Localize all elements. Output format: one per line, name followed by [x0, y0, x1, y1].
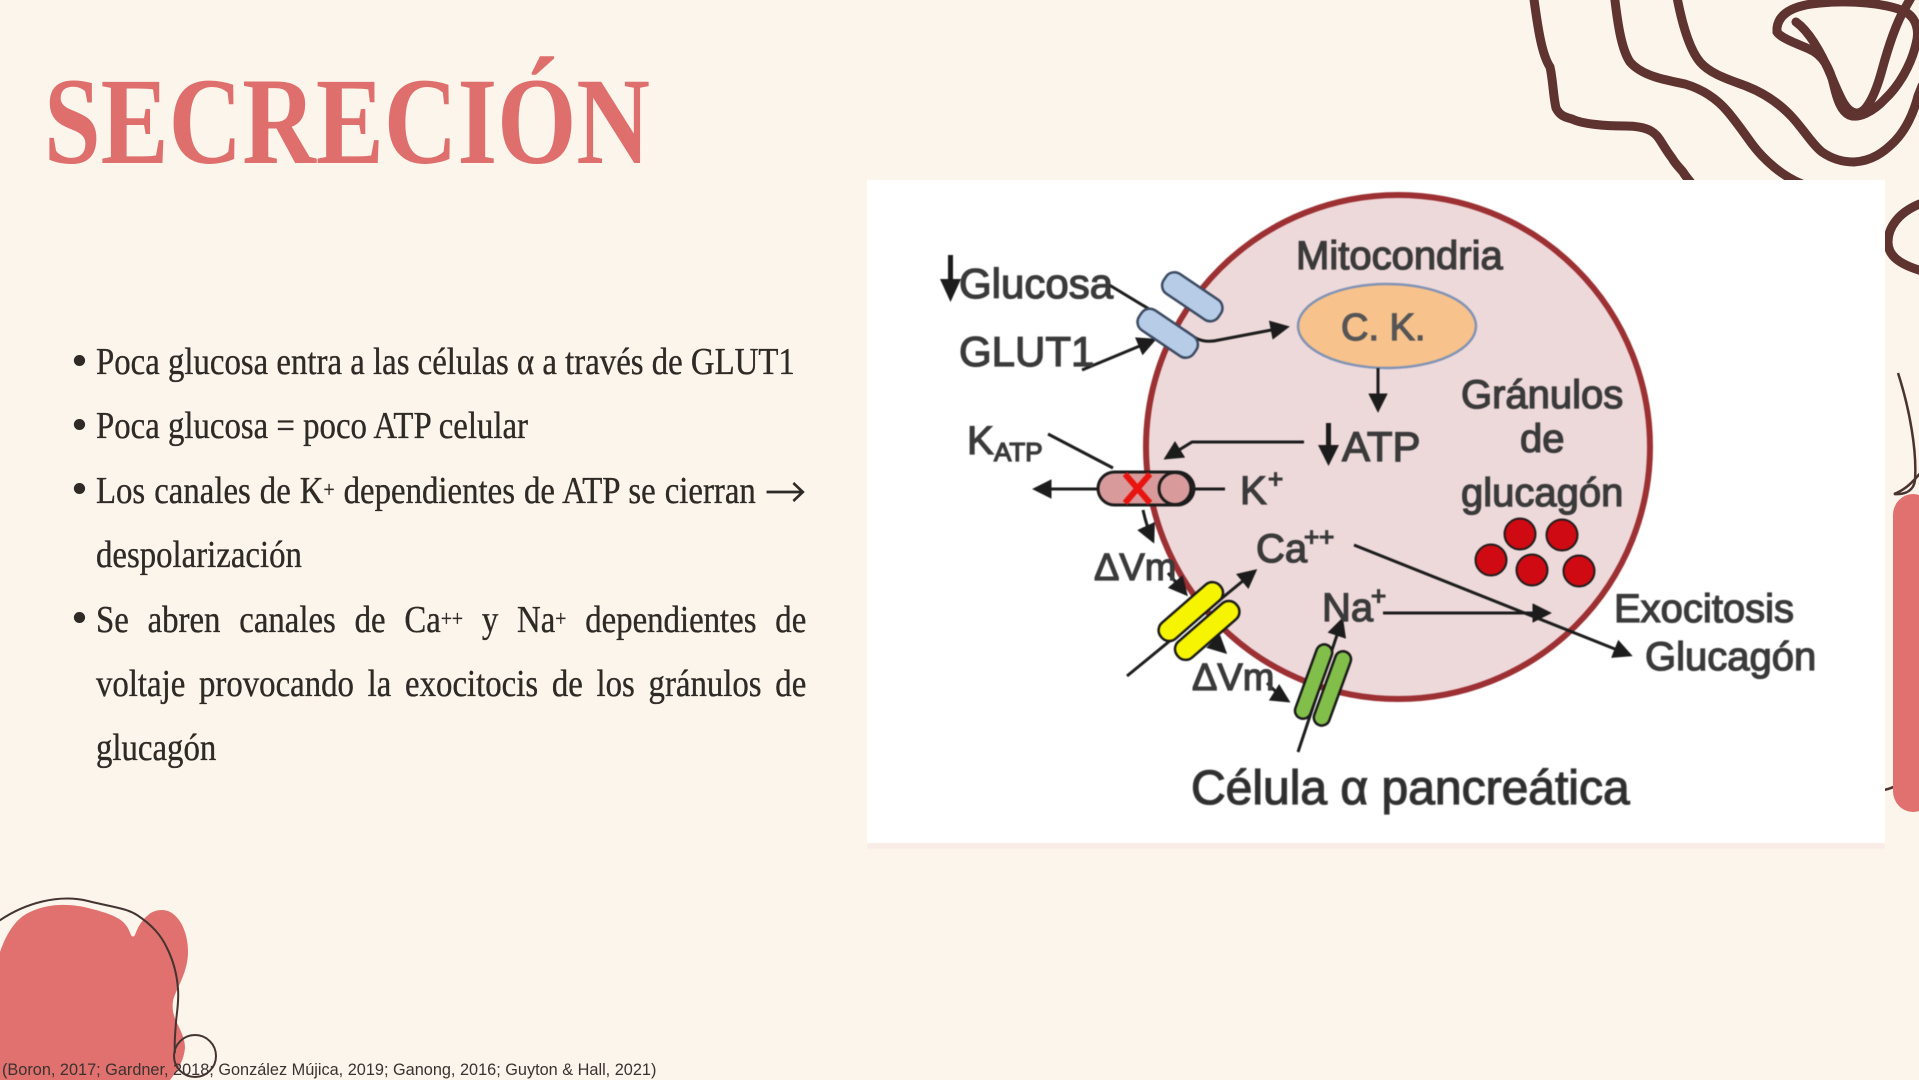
svg-text:++: ++ — [1304, 522, 1334, 552]
svg-text:ATP: ATP — [1342, 423, 1421, 470]
svg-text:C. K.: C. K. — [1341, 307, 1425, 349]
svg-text:Glucosa: Glucosa — [959, 260, 1114, 307]
svg-text:ATP: ATP — [994, 437, 1043, 467]
svg-text:de: de — [1520, 417, 1565, 461]
svg-text:Ca: Ca — [1256, 527, 1308, 571]
svg-text:K: K — [967, 419, 994, 463]
svg-text:Na: Na — [1322, 586, 1374, 630]
svg-text:+: + — [1268, 464, 1283, 494]
svg-text:ΔVm: ΔVm — [1094, 547, 1176, 589]
svg-text:Exocitosis: Exocitosis — [1614, 587, 1794, 631]
svg-text:K: K — [1240, 469, 1267, 513]
svg-text:Gránulos: Gránulos — [1461, 373, 1623, 417]
svg-text:ΔVm: ΔVm — [1192, 657, 1274, 699]
svg-text:GLUT1: GLUT1 — [959, 328, 1094, 375]
svg-text:Glucagón: Glucagón — [1645, 635, 1816, 679]
svg-text:glucagón: glucagón — [1461, 471, 1623, 515]
svg-text:+: + — [1371, 581, 1386, 611]
svg-text:Mitocondria: Mitocondria — [1296, 234, 1504, 278]
svg-text:Célula α pancreática: Célula α pancreática — [1191, 762, 1630, 815]
